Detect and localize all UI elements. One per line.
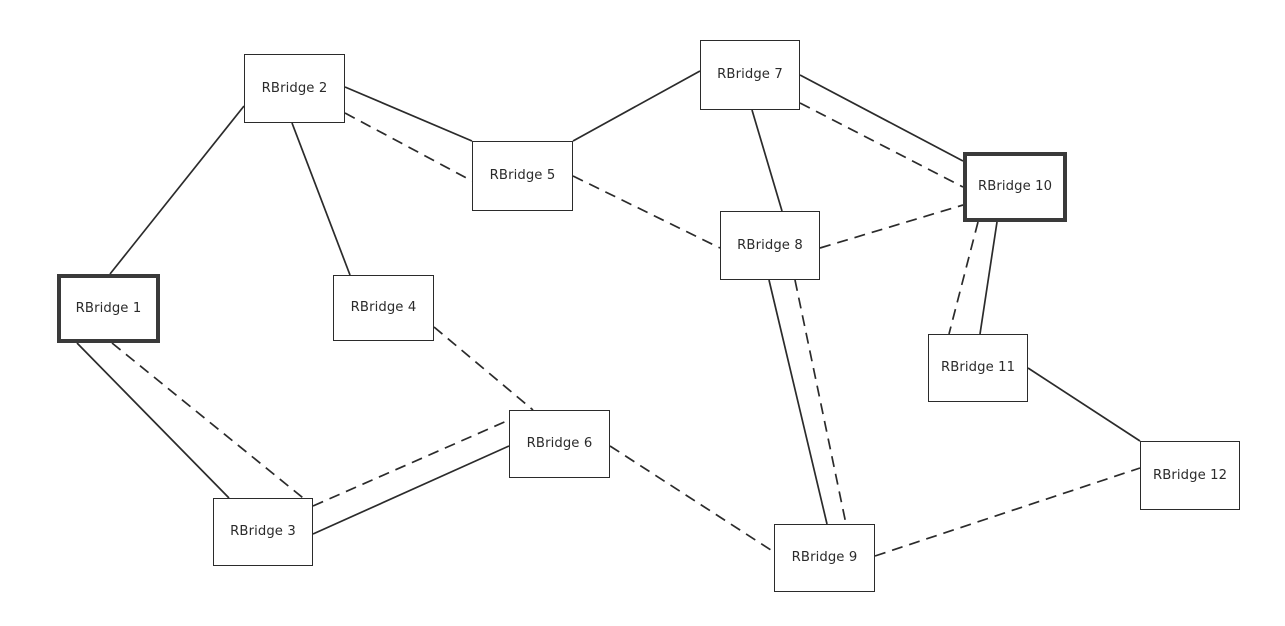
node-label-rb4: RBridge 4 xyxy=(350,300,417,316)
node-rb9[interactable]: RBridge 9 xyxy=(774,524,875,592)
node-rb1[interactable]: RBridge 1 xyxy=(57,274,160,343)
node-label-rb6: RBridge 6 xyxy=(526,436,593,452)
node-rb7[interactable]: RBridge 7 xyxy=(700,40,800,110)
node-rb6[interactable]: RBridge 6 xyxy=(509,410,610,478)
node-label-rb12: RBridge 12 xyxy=(1152,467,1228,483)
node-rb12[interactable]: RBridge 12 xyxy=(1140,441,1240,510)
edge-rb4-rb6-dashed xyxy=(433,326,534,411)
edge-rb2-rb4-solid xyxy=(291,122,351,276)
edge-rb10-rb11-dashed xyxy=(948,221,979,335)
node-label-rb2: RBridge 2 xyxy=(261,80,328,96)
edge-rb1-rb3-solid xyxy=(76,342,230,499)
node-rb4[interactable]: RBridge 4 xyxy=(333,275,434,341)
edge-rb7-rb10-dashed xyxy=(799,102,964,188)
edge-rb1-rb2-solid xyxy=(109,105,245,275)
edge-rb3-rb6-solid xyxy=(312,445,510,535)
node-label-rb10: RBridge 10 xyxy=(977,179,1053,195)
node-label-rb5: RBridge 5 xyxy=(489,168,556,184)
edge-rb9-rb12-dashed xyxy=(874,467,1141,557)
edge-rb7-rb10-solid xyxy=(799,74,964,162)
node-rb8[interactable]: RBridge 8 xyxy=(720,211,820,280)
node-rb2[interactable]: RBridge 2 xyxy=(244,54,345,123)
edge-rb3-rb6-dashed xyxy=(312,419,510,507)
node-label-rb8: RBridge 8 xyxy=(737,237,803,253)
edge-rb2-rb5-solid xyxy=(344,86,473,142)
node-label-rb11: RBridge 11 xyxy=(940,360,1016,376)
edge-rb5-rb7-solid xyxy=(572,70,701,142)
node-rb3[interactable]: RBridge 3 xyxy=(213,498,313,566)
edge-rb10-rb11-solid xyxy=(979,221,998,335)
edge-rb6-rb9-dashed xyxy=(609,445,775,553)
edge-rb1-rb3-dashed xyxy=(111,342,314,507)
node-rb11[interactable]: RBridge 11 xyxy=(928,334,1028,402)
node-label-rb9: RBridge 9 xyxy=(791,550,858,566)
edge-rb8-rb9-dashed xyxy=(794,279,847,525)
edge-rb5-rb8-dashed xyxy=(572,175,721,249)
node-label-rb7: RBridge 7 xyxy=(717,67,783,83)
node-label-rb1: RBridge 1 xyxy=(75,300,142,316)
edge-rb2-rb5-dashed xyxy=(344,112,473,182)
edge-rb8-rb10-dashed xyxy=(819,204,964,249)
node-rb10[interactable]: RBridge 10 xyxy=(963,152,1067,222)
node-rb5[interactable]: RBridge 5 xyxy=(472,141,573,211)
node-label-rb3: RBridge 3 xyxy=(230,524,296,540)
edge-rb7-rb8-solid xyxy=(751,109,783,212)
edge-rb8-rb9-solid xyxy=(768,279,828,525)
edge-rb11-rb12-solid xyxy=(1027,367,1141,442)
